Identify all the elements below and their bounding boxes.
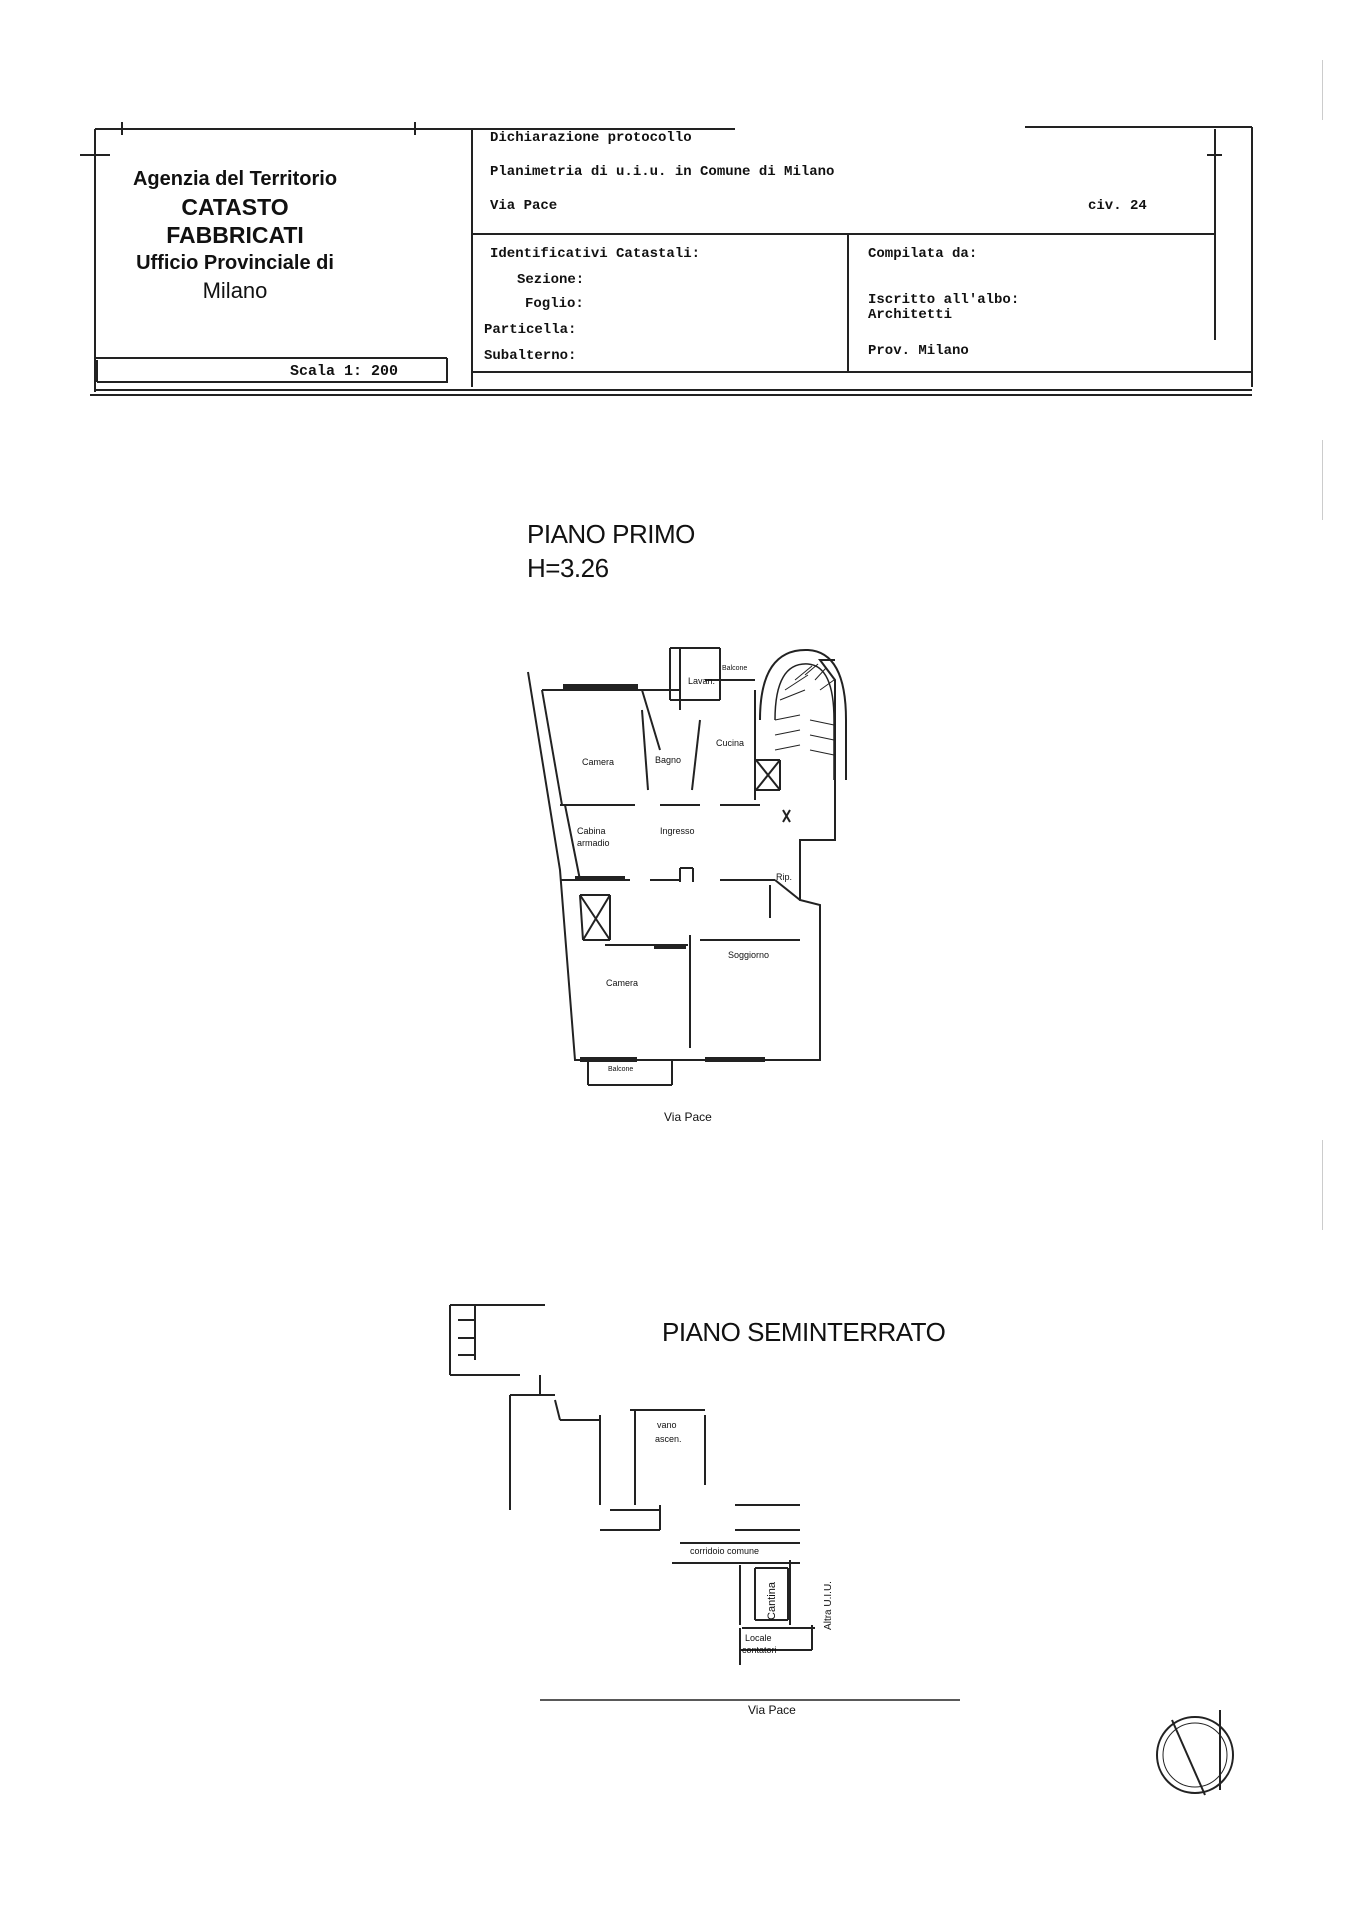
identifiers-heading: Identificativi Catastali: <box>490 246 701 262</box>
foglio-label: Foglio: <box>525 296 584 312</box>
basement-plan <box>449 1304 960 1701</box>
room-balcone-bottom: Balcone <box>608 1066 634 1073</box>
first-floor-plan <box>527 647 847 1086</box>
protocol-label: Dichiarazione protocollo <box>490 130 692 146</box>
province-label: Prov. Milano <box>868 343 969 359</box>
room-cucina: Cucina <box>716 738 745 748</box>
profession-label: Architetti <box>868 307 953 323</box>
subalterno-label: Subalterno: <box>484 348 577 364</box>
wall-segment <box>563 684 638 689</box>
room-armadio: armadio <box>577 838 610 848</box>
sezione-label: Sezione: <box>517 272 585 288</box>
registered-label: Iscritto all'albo: <box>868 292 1020 308</box>
first-floor-street: Via Pace <box>664 1110 712 1124</box>
wall-segment <box>654 944 686 949</box>
room-vano: vano <box>657 1420 677 1430</box>
room-soggiorno: Soggiorno <box>728 950 770 960</box>
civic-number: civ. 24 <box>1088 198 1147 214</box>
room-contatori: contatori <box>742 1645 777 1655</box>
agency-block: Agenzia del Territorio CATASTO FABBRICAT… <box>110 165 360 305</box>
basement-street: Via Pace <box>748 1703 796 1717</box>
agency-city: Milano <box>202 278 268 303</box>
scan-mark <box>1322 60 1323 120</box>
room-lavan: Lavan. <box>688 676 716 686</box>
first-floor-title: PIANO PRIMO <box>527 519 695 549</box>
room-ascen: ascen. <box>655 1434 682 1444</box>
room-camera-top: Camera <box>582 757 615 767</box>
first-floor-height: H=3.26 <box>527 553 609 583</box>
agency-name: Agenzia del Territorio <box>132 168 338 190</box>
agency-office: Ufficio Provinciale di <box>136 252 334 274</box>
room-bagno: Bagno <box>655 755 682 765</box>
room-ingresso: Ingresso <box>660 826 695 836</box>
wall-segment <box>575 876 625 880</box>
room-camera-bottom: Camera <box>606 978 639 988</box>
scan-mark <box>1322 1140 1323 1230</box>
room-rip: Rip. <box>776 872 793 882</box>
wall-segment <box>705 1057 765 1062</box>
basement-title: PIANO SEMINTERRATO <box>662 1317 946 1347</box>
scale-label: Scala 1: 200 <box>290 363 399 380</box>
particella-label: Particella: <box>484 322 577 338</box>
header-frame <box>80 122 1253 396</box>
room-locale: Locale <box>745 1633 772 1643</box>
north-arrow <box>1156 1710 1234 1796</box>
scan-mark <box>1322 440 1323 520</box>
room-altra-uiu: Altra U.I.U. <box>822 1581 834 1630</box>
wall-segment <box>580 1057 637 1062</box>
room-corridoio: corridoio comune <box>690 1546 760 1556</box>
compiler-heading: Compilata da: <box>868 246 978 262</box>
room-cantina: Cantina <box>765 1582 778 1620</box>
street-address: Via Pace <box>490 198 558 214</box>
agency-department: CATASTO FABBRICATI <box>166 194 304 248</box>
room-cabina: Cabina <box>577 826 606 836</box>
room-balcone-top: Balcone <box>722 665 748 672</box>
plan-title: Planimetria di u.i.u. in Comune di Milan… <box>490 164 835 180</box>
